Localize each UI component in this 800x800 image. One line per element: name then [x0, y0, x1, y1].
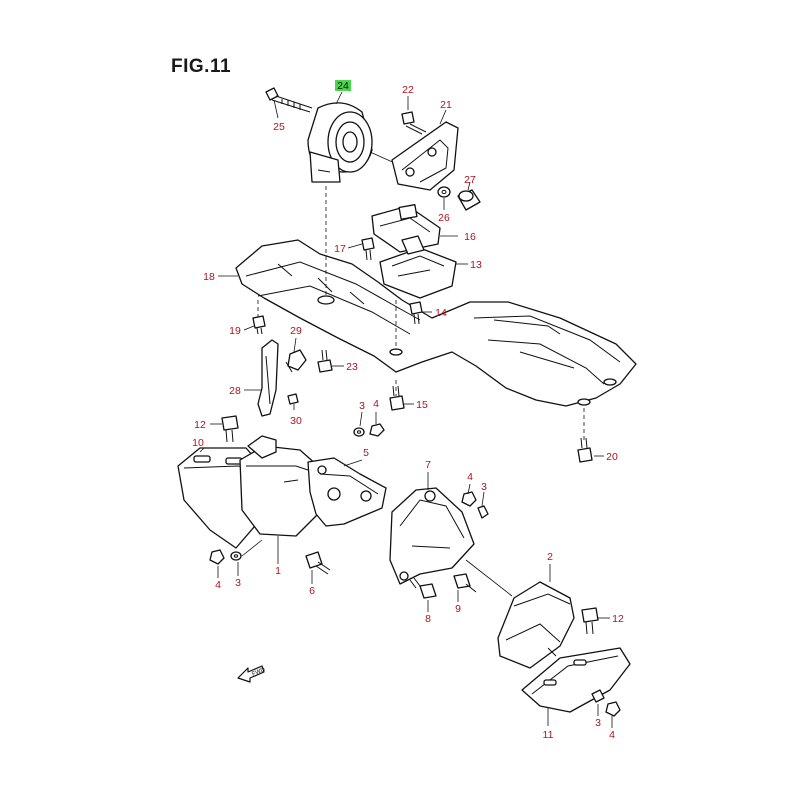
- bolt-14[interactable]: [409, 301, 423, 325]
- bolt-12-left[interactable]: [221, 415, 239, 443]
- bolt-17[interactable]: [361, 237, 375, 261]
- engine-mount-24[interactable]: [307, 102, 416, 183]
- callout-10[interactable]: 10: [192, 437, 204, 449]
- leader-7-to-2: [465, 559, 513, 597]
- callout-22[interactable]: 22: [402, 84, 414, 96]
- callout-1[interactable]: 1: [275, 565, 281, 577]
- callout-4-left[interactable]: 4: [215, 579, 221, 591]
- nut-4-bottom[interactable]: [605, 701, 621, 717]
- callout-16[interactable]: 16: [464, 231, 476, 243]
- highlight-box: [335, 80, 351, 91]
- forward-arrow-icon: FWD: [237, 665, 267, 683]
- spacer-27[interactable]: [457, 189, 481, 211]
- callout-27[interactable]: 27: [464, 174, 476, 186]
- callout-26[interactable]: 26: [438, 212, 450, 224]
- bracket-21[interactable]: [391, 121, 459, 191]
- callout-12-left[interactable]: 12: [194, 419, 206, 431]
- callout-4-upper[interactable]: 4: [373, 398, 379, 410]
- leader-3-to-1: [241, 539, 263, 557]
- callout-15[interactable]: 15: [416, 399, 428, 411]
- bolt-8[interactable]: [409, 577, 437, 599]
- callout-leaders: [199, 91, 613, 728]
- bolt-30[interactable]: [287, 393, 299, 405]
- callout-4-right[interactable]: 4: [467, 471, 473, 483]
- bolt-22[interactable]: [401, 111, 427, 135]
- washer-3-right[interactable]: [477, 505, 489, 519]
- washer-3-left[interactable]: [230, 551, 242, 561]
- callout-25[interactable]: 25: [273, 121, 285, 133]
- callout-4-bottom[interactable]: 4: [609, 729, 615, 741]
- bolt-23[interactable]: [317, 349, 333, 373]
- washer-26[interactable]: [437, 186, 451, 198]
- callout-21[interactable]: 21: [440, 99, 452, 111]
- callout-3-upper[interactable]: 3: [359, 400, 365, 412]
- callout-29[interactable]: 29: [290, 325, 302, 337]
- bolt-12-right[interactable]: [581, 607, 599, 635]
- bracket-5[interactable]: [307, 457, 387, 527]
- callout-30[interactable]: 30: [290, 415, 302, 427]
- callout-28[interactable]: 28: [229, 385, 241, 397]
- callout-13[interactable]: 13: [470, 259, 482, 271]
- bolt-9[interactable]: [453, 573, 477, 593]
- callout-14[interactable]: 14: [435, 307, 447, 319]
- callout-3-right[interactable]: 3: [481, 481, 487, 493]
- callout-5[interactable]: 5: [363, 447, 369, 459]
- callout-2[interactable]: 2: [547, 551, 553, 563]
- nut-4-right[interactable]: [461, 491, 477, 507]
- callout-9[interactable]: 9: [455, 603, 461, 615]
- bolt-15[interactable]: [389, 385, 405, 411]
- callout-7[interactable]: 7: [425, 459, 431, 471]
- callout-24[interactable]: 24: [337, 80, 349, 92]
- bolt-20[interactable]: [577, 437, 593, 463]
- callout-labels: 24 25 22 21 27 26 16 17 13 18 14 19 29 2…: [192, 80, 624, 741]
- mount-bracket-16[interactable]: [371, 204, 441, 253]
- mount-13[interactable]: [379, 235, 457, 299]
- forward-label: FWD: [251, 667, 267, 678]
- washer-3-upper[interactable]: [353, 427, 365, 437]
- bracket-7[interactable]: [389, 487, 475, 585]
- bolt-25[interactable]: [265, 87, 313, 113]
- mount-11[interactable]: [521, 647, 631, 713]
- nut-4-left[interactable]: [209, 549, 225, 565]
- callout-17[interactable]: 17: [334, 243, 346, 255]
- callout-3-left[interactable]: 3: [235, 577, 241, 589]
- bolt-19[interactable]: [252, 315, 266, 335]
- crossmember-18[interactable]: [235, 239, 637, 407]
- callout-20[interactable]: 20: [606, 451, 618, 463]
- mount-1[interactable]: [239, 435, 319, 537]
- callout-3-bottom[interactable]: 3: [595, 717, 601, 729]
- callout-8[interactable]: 8: [425, 613, 431, 625]
- mount-2[interactable]: [497, 581, 575, 669]
- callout-11[interactable]: 11: [543, 729, 554, 741]
- clip-29[interactable]: [285, 349, 307, 373]
- callout-23[interactable]: 23: [346, 361, 358, 373]
- washer-3-bottom[interactable]: [591, 689, 605, 703]
- callout-12-right[interactable]: 12: [612, 613, 624, 625]
- nut-4-upper[interactable]: [369, 423, 385, 437]
- figure-title: FIG.11: [171, 56, 232, 77]
- callout-6[interactable]: 6: [309, 585, 315, 597]
- callout-18[interactable]: 18: [203, 271, 215, 283]
- bracket-28[interactable]: [257, 339, 279, 417]
- callout-19[interactable]: 19: [229, 325, 241, 337]
- bolt-6[interactable]: [305, 551, 331, 575]
